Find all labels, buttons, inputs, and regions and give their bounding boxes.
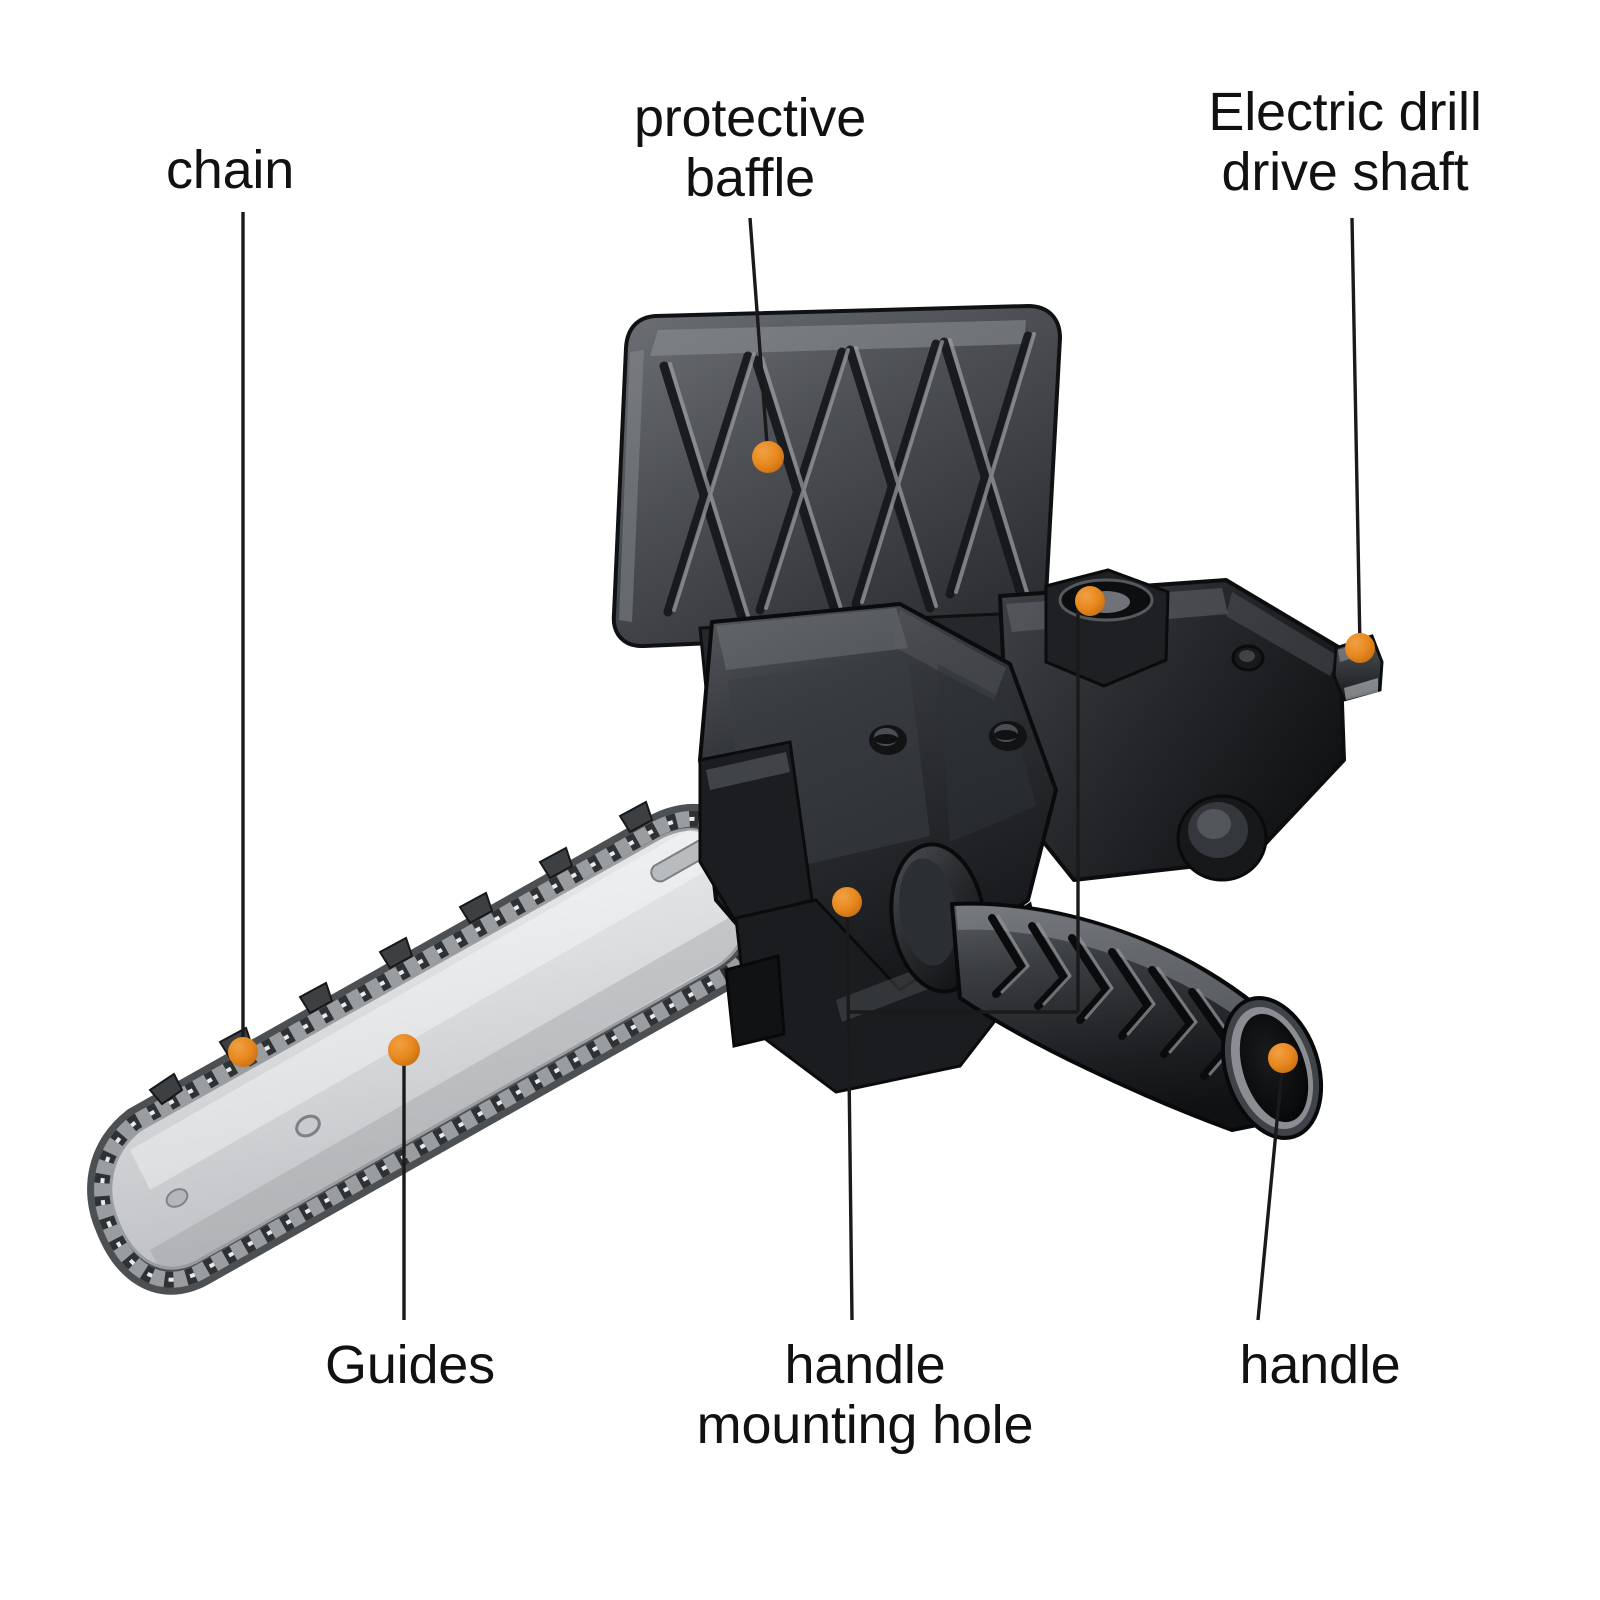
callout-label-chain: chain (165, 140, 295, 200)
marker-drive-shaft (1345, 633, 1375, 663)
leader-shaft (1350, 217, 1362, 649)
leader-handle (1256, 1057, 1285, 1321)
baffle-rib-highlight (668, 332, 1036, 618)
marker-mount-hole (832, 887, 862, 917)
marker-handle (1268, 1043, 1298, 1073)
bar-oil-hole (295, 1114, 321, 1138)
callout-label-protective-baffle: protective baffle (633, 88, 867, 209)
guide-bar-assembly (87, 800, 776, 1295)
baffle-rib-pattern (659, 331, 1033, 623)
grip-chevrons-highlight (996, 914, 1238, 1076)
leader-mount-hole (845, 901, 854, 1321)
marker-baffle-bolt (1075, 586, 1105, 616)
leader-baffle (748, 217, 770, 458)
grip-chevrons (988, 914, 1236, 1080)
marker-chain (228, 1037, 258, 1067)
handle-grip (889, 842, 1324, 1140)
callout-label-guides: Guides (325, 1335, 495, 1395)
callout-label-electric-drill-drive-shaft: Electric drill drive shaft (1208, 82, 1482, 203)
callout-label-handle-mounting-hole: handle mounting hole (696, 1335, 1034, 1456)
callout-label-handle: handle (1239, 1335, 1401, 1395)
bar-mount-hole (165, 1188, 189, 1208)
marker-baffle (752, 441, 784, 473)
leader-lines (241, 212, 1362, 1321)
marker-guides (388, 1034, 420, 1066)
callout-markers (228, 441, 1375, 1073)
